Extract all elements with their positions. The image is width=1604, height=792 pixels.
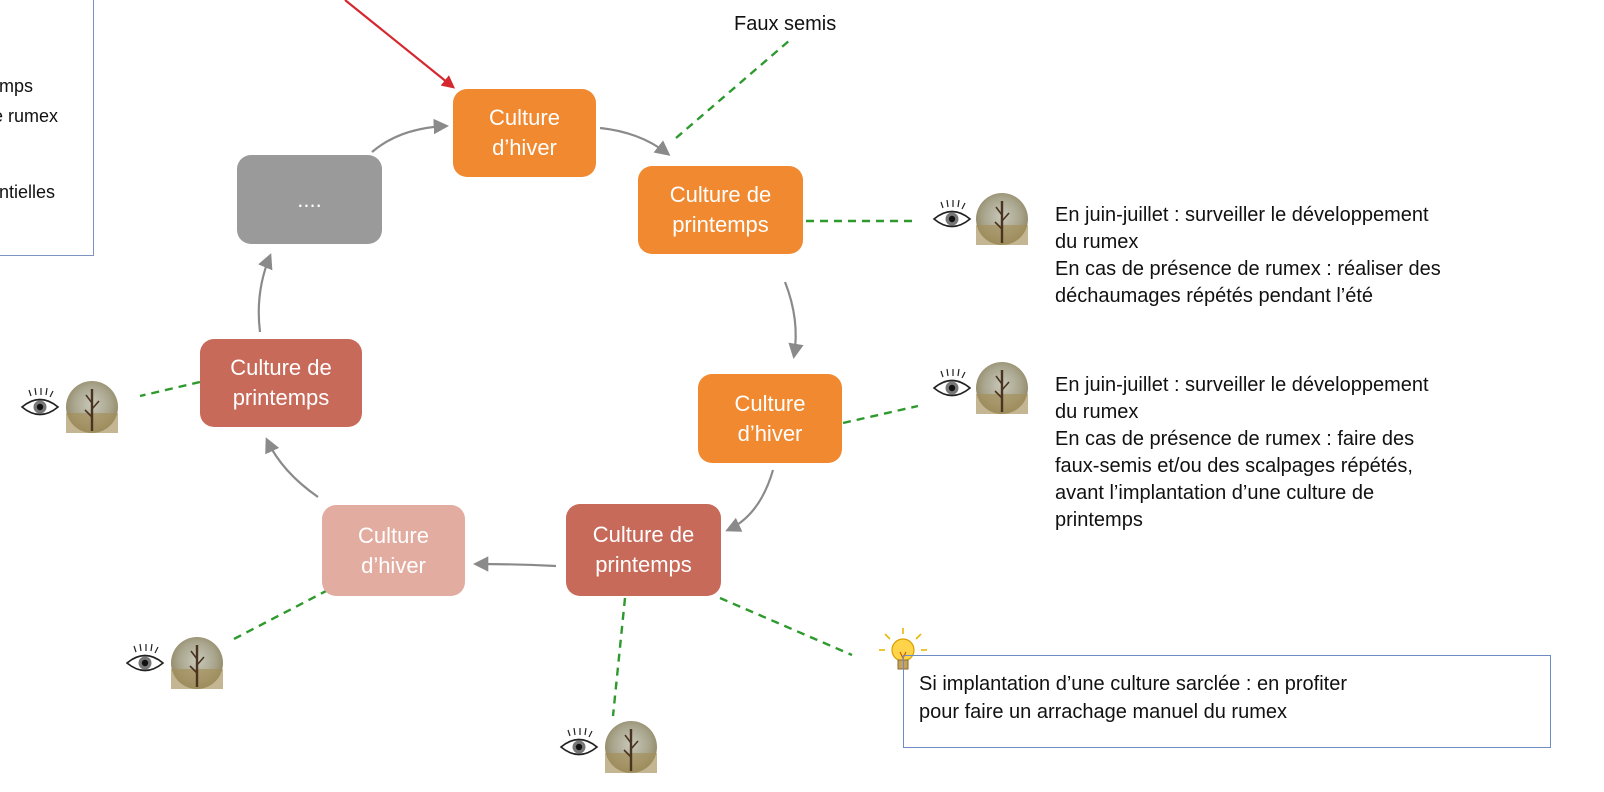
note-line: En juin-juillet : surveiller le développ…	[1055, 374, 1429, 396]
rumex-photo-icon	[974, 191, 1030, 247]
red-entry-arrow	[344, 0, 456, 89]
faux-semis-label: Faux semis	[734, 13, 837, 35]
eye-icon	[126, 643, 164, 672]
dashed-spring-bottom-icons	[611, 597, 627, 717]
tip-line: Si implantation d’une culture sarclée : …	[919, 673, 1348, 695]
legend-line-1: mps	[0, 76, 34, 96]
eye-icon	[933, 368, 971, 397]
culture-box-unknown: ....	[237, 155, 382, 244]
arrow-winter-top-to-spring-right	[599, 126, 671, 156]
rumex-photo-icon	[64, 379, 120, 435]
eye-icon	[21, 387, 59, 416]
culture-box-spring-bottom: Culture de printemps	[566, 504, 721, 596]
culture-box-spring-right: Culture de printemps	[638, 166, 803, 254]
dashed-winter-bottom-left-icons	[231, 588, 329, 642]
note-line: En cas de présence de rumex : faire des	[1055, 428, 1415, 450]
note-line: déchaumages répétés pendant l’été	[1055, 285, 1374, 307]
culture-box-winter-top: Culture d’hiver	[453, 89, 596, 177]
culture-box-label: Culture d’hiver	[734, 390, 806, 446]
note-line: printemps	[1055, 509, 1143, 531]
arrow-spring-bottom-to-winter-bottom-left	[472, 556, 557, 572]
icon-group-spring-right	[933, 191, 1030, 247]
culture-box-winter-bottom-left: Culture d’hiver	[322, 505, 465, 596]
eye-icon	[560, 727, 598, 756]
legend-line-2: e rumex	[0, 106, 59, 126]
note-line: faux-semis et/ou des scalpages répétés,	[1055, 455, 1413, 477]
icon-group-winter-right	[933, 360, 1030, 416]
dashed-spring-bottom-tip	[719, 596, 853, 657]
culture-box-label: Culture d’hiver	[489, 105, 560, 160]
culture-box-label: Culture de printemps	[230, 355, 332, 410]
rumex-photo-icon	[603, 719, 659, 775]
arrow-gray-to-winter-top	[371, 118, 450, 153]
arrow-winter-bottom-left-to-spring-left	[265, 437, 319, 498]
arrow-winter-right-to-spring-bottom	[725, 469, 775, 532]
eye-icon	[933, 199, 971, 228]
culture-box-spring-left: Culture de printemps	[200, 339, 362, 427]
arrow-spring-left-to-gray	[257, 253, 273, 333]
note-line: du rumex	[1055, 231, 1139, 253]
tip-line: pour faire un arrachage manuel du rumex	[919, 701, 1287, 723]
note-winter-right: En juin-juillet : surveiller le développ…	[1055, 372, 1525, 534]
legend-box: mps e rumex ntielles	[0, 0, 94, 256]
arrow-spring-right-to-winter-right	[783, 281, 804, 360]
rumex-photo-icon	[974, 360, 1030, 416]
culture-box-label: Culture de printemps	[669, 182, 772, 237]
dashed-spring-left-icons	[139, 380, 201, 398]
dashed-winter-right-note	[842, 404, 919, 425]
icon-group-spring-left	[21, 379, 120, 435]
note-line: En cas de présence de rumex : réaliser d…	[1055, 258, 1441, 280]
culture-box-label: Culture d’hiver	[358, 522, 429, 578]
culture-box-label: ....	[297, 186, 322, 212]
note-spring-right: En juin-juillet : surveiller le développ…	[1055, 202, 1525, 310]
culture-box-winter-right: Culture d’hiver	[698, 374, 842, 463]
icon-group-spring-bottom	[560, 719, 659, 775]
icon-group-winter-bottom-left	[126, 635, 225, 691]
tip-box: Si implantation d’une culture sarclée : …	[903, 655, 1551, 748]
culture-box-label: Culture de printemps	[592, 522, 695, 577]
rumex-photo-icon	[169, 635, 225, 691]
note-line: du rumex	[1055, 401, 1139, 423]
legend-line-3: ntielles	[0, 182, 56, 202]
note-line: avant l’implantation d’une culture de	[1055, 482, 1375, 504]
dashed-faux-semis	[675, 39, 791, 139]
note-line: En juin-juillet : surveiller le développ…	[1055, 204, 1429, 226]
